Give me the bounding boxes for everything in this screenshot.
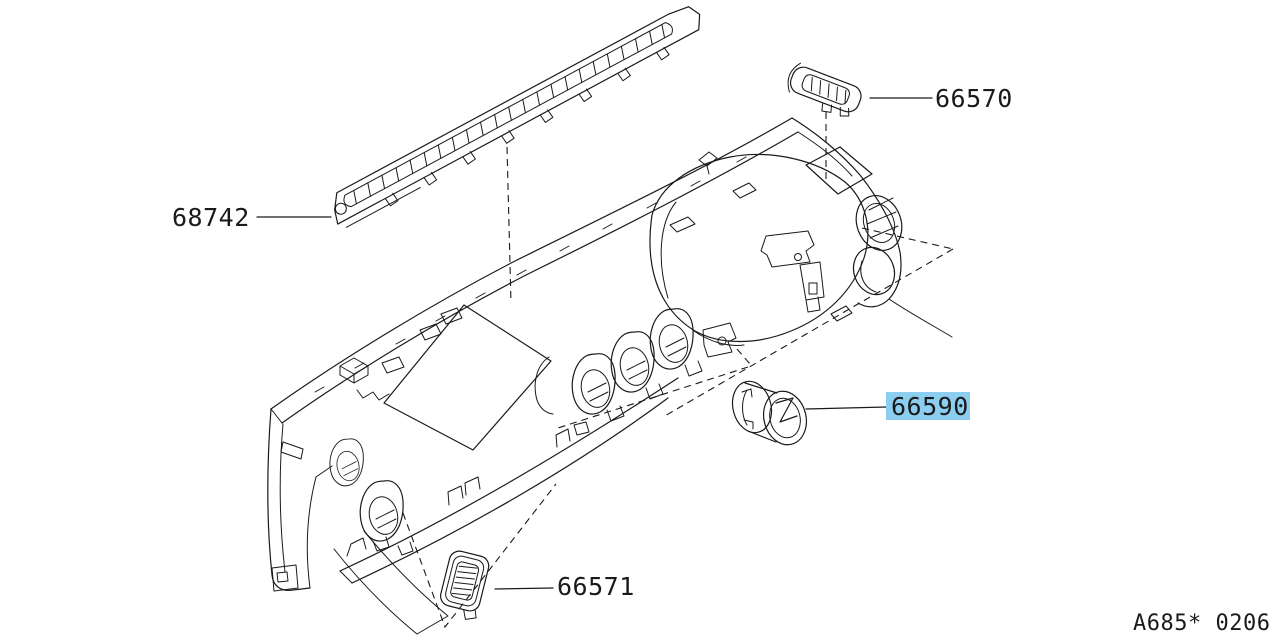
dash-top-hole: [732, 182, 757, 199]
part-drawing-66590[interactable]: [727, 377, 812, 449]
part-number-66590[interactable]: 66590: [891, 392, 969, 421]
instrument-hood: [649, 153, 869, 343]
vent-ring: [610, 331, 655, 393]
part-drawing-68742[interactable]: [324, 1, 710, 232]
part-number-68742[interactable]: 68742: [172, 203, 250, 232]
clip-tower: [339, 357, 369, 384]
vent-ring-left: [329, 438, 364, 487]
vent-ring-partial: [534, 356, 554, 415]
side-vent-oval: [855, 195, 903, 251]
ring-bracket: [702, 322, 737, 358]
side-vent-oval-lower: [852, 246, 896, 296]
dash-bottom-edge-outer: [339, 377, 679, 572]
dashboard-assembly-drawing: [267, 117, 953, 635]
left-end-cap: [267, 408, 311, 591]
pad-opening: [383, 304, 552, 451]
vent-ring-left: [359, 480, 404, 542]
part-drawing-66570[interactable]: [782, 61, 865, 122]
vent-ring: [571, 353, 616, 415]
dash-bottom-edge-inner: [351, 397, 669, 584]
part-highlight-66590[interactable]: [886, 392, 970, 420]
side-defroster-opening: [805, 146, 873, 195]
center-stay: [799, 261, 825, 313]
leader-line-66571: [494, 587, 554, 590]
dashed-locator-lines: [402, 112, 954, 629]
dash-right-edge: [791, 117, 902, 308]
part-number-66570[interactable]: 66570: [935, 84, 1013, 113]
leader-line-66590: [805, 406, 887, 410]
dash-top-hole: [381, 356, 405, 374]
dash-face-hole: [830, 305, 853, 322]
part-drawing-66571[interactable]: [436, 549, 491, 622]
diagram-code: A685* 0206: [1133, 611, 1270, 636]
dash-top-hole: [669, 216, 696, 233]
part-number-66571[interactable]: 66571: [557, 572, 635, 601]
center-bracket: [760, 230, 815, 268]
vent-ring: [649, 308, 694, 370]
